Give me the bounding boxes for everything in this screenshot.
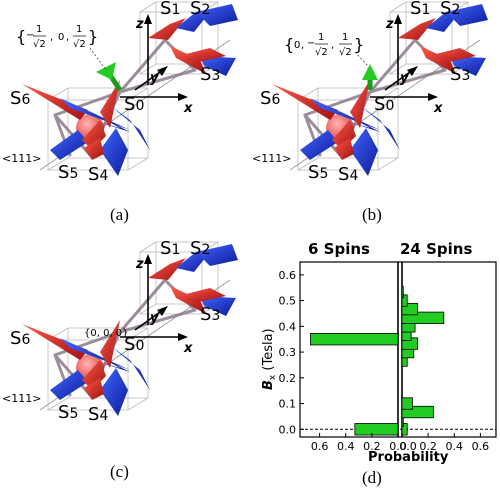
spin-label-s5: S5	[308, 162, 328, 183]
svg-text:√2: √2	[33, 39, 46, 50]
y-tick-label-2: 0.2	[279, 372, 297, 385]
panel-d: 6 Spins 24 Spins 0.0 0.1 0.2 0.3 0.4 0.5 0.6 0…	[250, 240, 500, 487]
spin-diagram-a: S1 S2 S3 S0 S6 S5 S4 z y x <111> { − 1 √…	[2, 0, 238, 185]
x-axis-label: Probability	[368, 450, 449, 465]
spin-label-s4: S4	[88, 404, 108, 425]
spin-label-s3: S3	[200, 64, 220, 85]
x-tick-left-label-0: 0.6	[311, 440, 329, 453]
svg-text:,: ,	[50, 32, 53, 43]
spin-label-s4: S4	[88, 164, 108, 185]
caption-d: (d)	[362, 468, 382, 487]
y-tick-label-1: 0.1	[279, 398, 297, 411]
y-tick-label-4: 0.4	[279, 320, 297, 333]
spin-label-s6: S6	[10, 88, 30, 109]
bar-24-spins-3	[401, 397, 413, 410]
vector-label: { 0 , − 1 √2 , 1 √2 }	[284, 32, 364, 58]
vector-label: {0, 0, 0}	[84, 328, 129, 339]
svg-text:−: −	[307, 38, 315, 49]
svg-text:1: 1	[76, 24, 82, 35]
panel-a: S1 S2 S3 S0 S6 S5 S4 z y x <111> { − 1 √…	[0, 0, 250, 240]
y-tick-label-0: 0.0	[279, 423, 297, 436]
y-axis-label: Bx (Tesla)	[261, 328, 278, 390]
svg-text:}: }	[88, 27, 98, 46]
spin-label-s4: S4	[338, 164, 358, 185]
panel-b: S1 S2 S3 S0 S6 S5 S4 z y x <111> { 0 , −…	[250, 0, 500, 240]
axis-label-x: x	[183, 341, 193, 356]
svg-text:√2: √2	[73, 39, 86, 50]
svg-text:,: ,	[301, 40, 304, 51]
y-tick-label-3: 0.3	[279, 346, 297, 359]
spin-label-s1: S1	[160, 0, 180, 19]
spin-label-s1: S1	[410, 0, 430, 19]
y-tick-label-5: 0.5	[279, 295, 297, 308]
svg-text:√2: √2	[339, 47, 352, 58]
x-tick-left-label-2: 0.2	[363, 440, 381, 453]
panel-c: S1 S2 S3 S0 S6 S5 S4 z y x <111> {0, 0, …	[0, 238, 250, 481]
axis-label-z: z	[135, 17, 144, 32]
direction-label: <111>	[2, 392, 41, 405]
bar-6-spins-1	[310, 333, 399, 346]
svg-text:0: 0	[294, 40, 300, 51]
x-tick-right-label-2: 0.4	[446, 440, 464, 453]
caption-b: (b)	[362, 205, 382, 224]
probability-histogram: 6 Spins 24 Spins 0.0 0.1 0.2 0.3 0.4 0.5 0.6 0…	[261, 240, 497, 465]
x-tick-left-label-3: 0.0	[389, 440, 407, 453]
bar-24-spins-12	[401, 285, 404, 299]
bar-24-spins-0	[401, 423, 408, 436]
direction-label: <111>	[252, 152, 291, 165]
title-24-spins: 24 Spins	[400, 240, 472, 258]
spin-label-s6: S6	[260, 88, 280, 109]
spin-diagram-b: S1 S2 S3 S0 S6 S5 S4 z y x <111> { 0 , −…	[252, 0, 488, 185]
caption-a: (a)	[110, 205, 129, 224]
spin-label-s2: S2	[190, 240, 210, 259]
spin-label-s3: S3	[450, 64, 470, 85]
caption-c: (c)	[110, 462, 129, 481]
spin-label-s5: S5	[58, 162, 78, 183]
spin-label-s3: S3	[200, 304, 220, 325]
svg-text:−: −	[26, 30, 34, 41]
svg-text:√2: √2	[315, 47, 328, 58]
axis-label-y: y	[150, 71, 159, 86]
spin-label-s0: S0	[124, 334, 144, 355]
spin-label-s0: S0	[374, 94, 394, 115]
bar-6-spins-0	[354, 423, 399, 436]
axis-label-z: z	[385, 17, 394, 32]
spin-label-s0: S0	[124, 94, 144, 115]
svg-text:{: {	[284, 35, 294, 54]
axis-label-x: x	[433, 101, 443, 116]
x-tick-right-label-1: 0.2	[419, 440, 437, 453]
svg-text:1: 1	[342, 32, 348, 43]
x-tick-right-label-0: 0.0	[399, 440, 417, 453]
svg-text:}: }	[354, 35, 364, 54]
axis-label-y: y	[150, 311, 159, 326]
title-6-spins: 6 Spins	[308, 240, 370, 258]
bar-24-spins-10	[401, 302, 419, 316]
svg-text:1: 1	[36, 24, 42, 35]
svg-text:{: {	[16, 27, 26, 46]
x-tick-right-label-3: 0.6	[472, 440, 490, 453]
svg-text:1: 1	[318, 32, 324, 43]
axis-label-y: y	[400, 71, 409, 86]
spin-label-s2: S2	[440, 0, 460, 19]
axis-label-z: z	[135, 257, 144, 272]
spin-label-s1: S1	[160, 240, 180, 259]
direction-label: <111>	[2, 152, 41, 165]
svg-text:,: ,	[331, 40, 334, 51]
spin-label-s6: S6	[10, 328, 30, 349]
y-tick-label-6: 0.6	[279, 269, 297, 282]
spin-label-s2: S2	[190, 0, 210, 19]
axis-label-x: x	[183, 101, 193, 116]
svg-text:,: ,	[66, 32, 69, 43]
spin-label-s5: S5	[58, 402, 78, 423]
svg-text:0: 0	[58, 32, 64, 43]
vector-label: { − 1 √2 , 0 , 1 √2 }	[16, 24, 98, 50]
spin-diagram-c: S1 S2 S3 S0 S6 S5 S4 z y x <111> {0, 0, …	[2, 238, 238, 425]
bar-24-spins-9	[401, 311, 445, 324]
x-tick-left-label-1: 0.4	[337, 440, 355, 453]
bar-24-spins-11	[401, 294, 408, 307]
bar-24-spins-2	[401, 405, 434, 419]
